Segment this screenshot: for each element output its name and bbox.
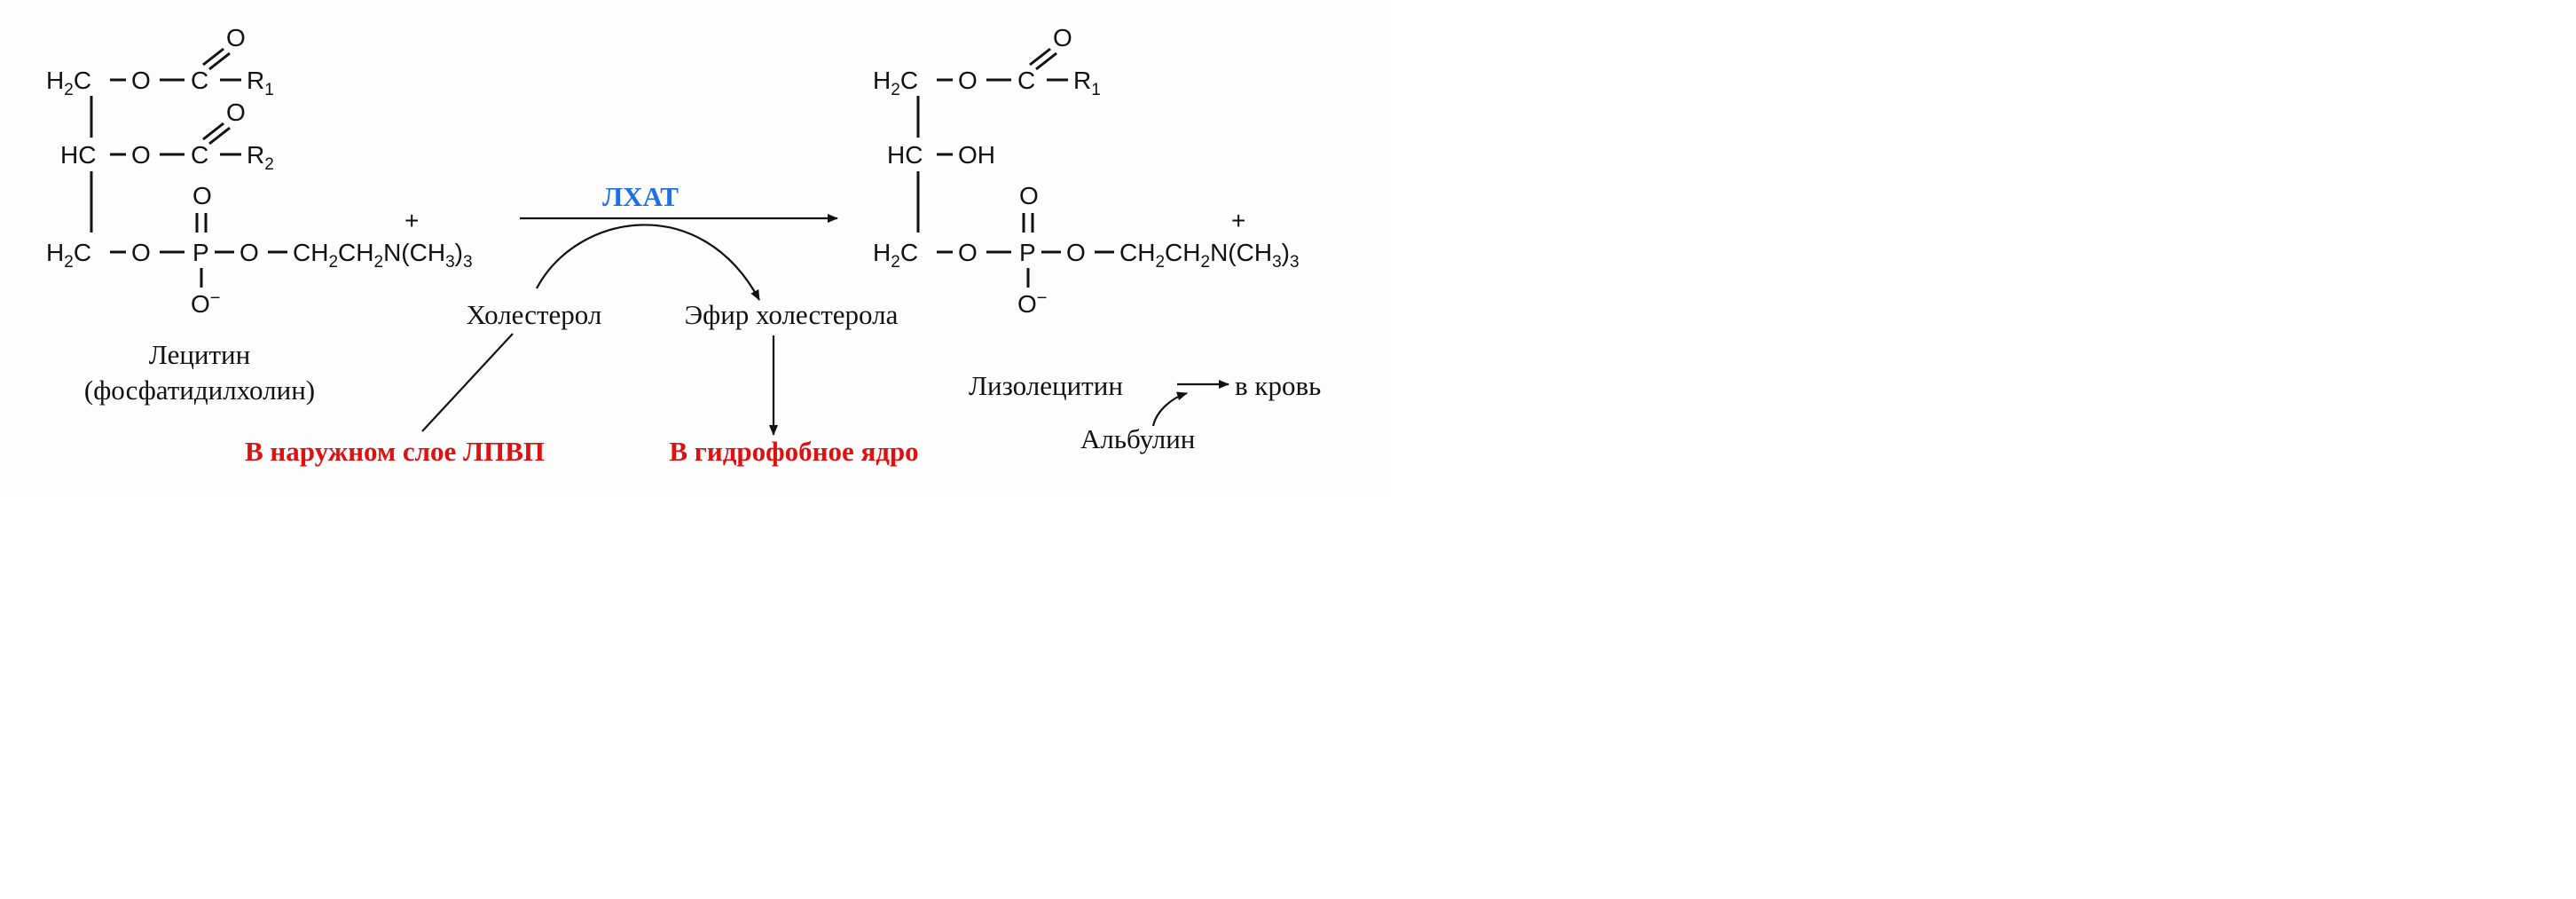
lyso-r2-hydroxyl: OH <box>958 141 995 169</box>
lecithin-phosphate-top-o: O <box>192 182 212 209</box>
lecithin-ammonium-charge: + <box>404 207 419 234</box>
lyso-r3-h2c: H2C <box>873 239 918 272</box>
cholesterol-label: Холестерол <box>467 299 602 330</box>
lyso-r3-oxygen: O <box>958 239 978 266</box>
lyso-phosphate-top-o: O <box>1019 182 1039 209</box>
lecithin-r2-carbonyl-o: O <box>226 99 246 126</box>
cholesterol-location-pointer <box>421 333 514 432</box>
lecithin-r2-hc: HC <box>60 141 96 169</box>
lyso-ammonium-charge: + <box>1231 207 1245 234</box>
lysolecithin-structure: H2C O C O R1 HC OH H2C O P O O− O CH2CH2… <box>873 24 1321 454</box>
blood-label: в кровь <box>1235 370 1321 401</box>
lecithin-phosphate-bottom-o: O− <box>191 288 220 318</box>
lyso-r3-oxygen-2: O <box>1066 239 1086 266</box>
lecithin-r2-group: R2 <box>247 141 274 174</box>
lyso-r1-oxygen: O <box>958 67 978 94</box>
cholesterol-esterification-arrow <box>536 224 760 301</box>
lyso-phosphate-bottom-o: O− <box>1017 288 1047 318</box>
lecithin-synonym: (фосфатидилхолин) <box>84 375 315 406</box>
lecithin-choline-chain: CH2CH2N(CH3)3 <box>293 239 473 272</box>
lyso-r2-hc: HC <box>887 141 923 169</box>
lcat-reaction-diagram: H2C O C O R1 HC O C O R2 H2C O P O O− <box>0 0 1391 491</box>
reaction-center: ЛХАТ Холестерол Эфир холестерола В наруж… <box>245 181 919 467</box>
albumin-arrow <box>1151 391 1188 427</box>
albumin-label: Альбулин <box>1080 423 1195 454</box>
lyso-choline-chain: CH2CH2N(CH3)3 <box>1119 239 1300 272</box>
lecithin-r3-oxygen: O <box>131 239 151 266</box>
lyso-r1-carbonyl-o: O <box>1053 24 1072 51</box>
lecithin-r1-carbonyl-c: C <box>191 67 208 94</box>
lecithin-name: Лецитин <box>149 339 250 370</box>
cholesterol-ester-label: Эфир холестерола <box>685 299 899 330</box>
lecithin-r1-carbonyl-o: O <box>226 24 246 51</box>
lecithin-r2-oxygen: O <box>131 141 151 169</box>
double-bond <box>208 126 231 146</box>
double-bond <box>202 122 224 141</box>
lecithin-r3-oxygen-2: O <box>240 239 259 266</box>
lecithin-r3-h2c: H2C <box>46 239 91 272</box>
lecithin-r1-h2c: H2C <box>46 67 91 99</box>
double-bond <box>1035 51 1057 71</box>
lecithin-r1-group: R1 <box>247 67 274 99</box>
lecithin-r1-oxygen: O <box>131 67 151 94</box>
lecithin-phosphorus: P <box>192 239 209 266</box>
reaction-canvas: H2C O C O R1 HC O C O R2 H2C O P O O− <box>46 24 1321 467</box>
enzyme-label: ЛХАТ <box>602 181 679 212</box>
lyso-r1-group: R1 <box>1073 67 1101 99</box>
lyso-r1-carbonyl-c: C <box>1017 67 1035 94</box>
double-bond <box>208 51 231 71</box>
lyso-r1-h2c: H2C <box>873 67 918 99</box>
lecithin-structure: H2C O C O R1 HC O C O R2 H2C O P O O− <box>46 24 473 406</box>
ester-destination-label: В гидрофобное ядро <box>669 436 918 467</box>
lysolecithin-name: Лизолецитин <box>969 370 1123 401</box>
double-bond <box>202 47 224 67</box>
lecithin-r2-carbonyl-c: C <box>191 141 208 169</box>
double-bond <box>1029 47 1051 67</box>
lyso-phosphorus: P <box>1019 239 1036 266</box>
cholesterol-location-label: В наружном слое ЛПВП <box>245 436 545 467</box>
